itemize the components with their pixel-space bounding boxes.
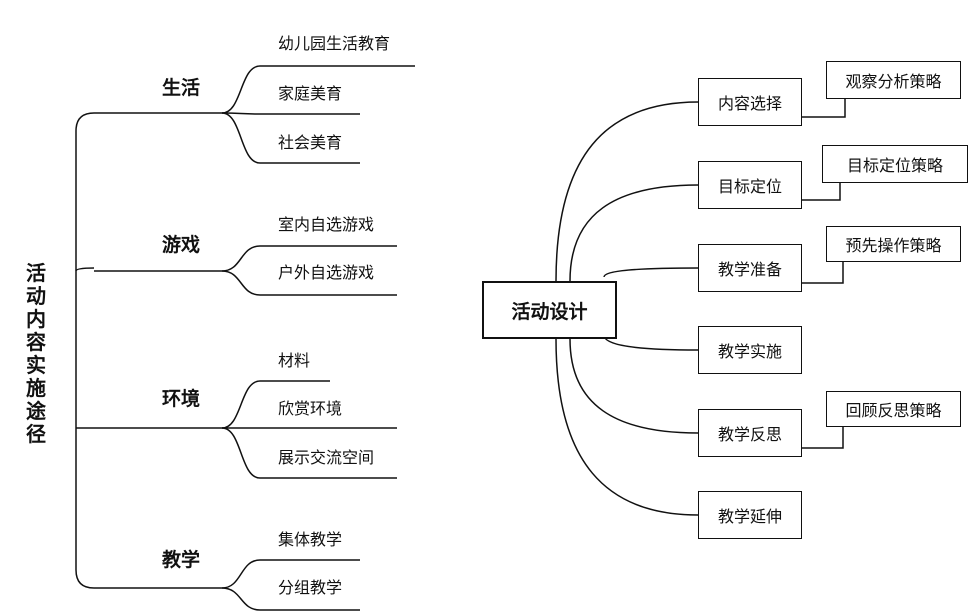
leaf-item: 幼儿园生活教育 [278,34,391,53]
step-node: 教学反思 [698,409,802,457]
strategy-node: 预先操作策略 [826,226,961,262]
leaf-connector-line [221,380,330,429]
leaf-item: 家庭美育 [278,84,343,103]
category-huanjing: 环境 [162,388,201,410]
root-branch-line [75,267,95,272]
leaf-connector-line [221,427,397,479]
step-node: 内容选择 [698,78,802,126]
leaf-item: 户外自选游戏 [278,263,375,282]
strategy-node: 回顾反思策略 [826,391,961,427]
category-shenghuo: 生活 [162,77,201,99]
strategy-node: 目标定位策略 [822,145,968,183]
strategy-connector-line [802,427,844,449]
leaf-item: 分组教学 [278,578,343,597]
left-root-label: 活动内容实施途径 [26,261,46,446]
step-connector-line [569,184,699,282]
leaf-item: 欣赏环境 [278,399,343,418]
leaf-item: 材料 [278,351,311,370]
leaf-connector-line [221,587,360,611]
step-connector-line [555,101,699,282]
leaf-item: 集体教学 [278,530,343,549]
step-connector-line [555,338,699,516]
leaf-item: 室内自选游戏 [278,215,375,234]
step-connector-line [569,338,699,434]
root-bracket-line [75,112,95,589]
strategy-node: 观察分析策略 [826,61,961,99]
category-jiaoxue: 教学 [162,549,201,571]
leaf-connector-line [221,559,360,589]
step-connector-line [603,334,699,351]
leaf-item: 展示交流空间 [278,448,375,467]
category-youxi: 游戏 [162,234,201,256]
leaf-item: 社会美育 [278,133,343,152]
step-connector-line [603,267,699,278]
leaf-connector-line [221,245,397,272]
leaf-connector-line [221,112,360,115]
leaf-connector-line [221,112,360,164]
step-node: 教学实施 [698,326,802,374]
step-node: 目标定位 [698,161,802,209]
step-node: 教学准备 [698,244,802,292]
center-node: 活动设计 [482,281,617,339]
leaf-connector-line [221,270,397,296]
strategy-connector-line [802,262,844,284]
strategy-connector-line [802,183,841,201]
strategy-connector-line [802,99,846,118]
step-node: 教学延伸 [698,491,802,539]
leaf-connector-line [221,65,415,114]
